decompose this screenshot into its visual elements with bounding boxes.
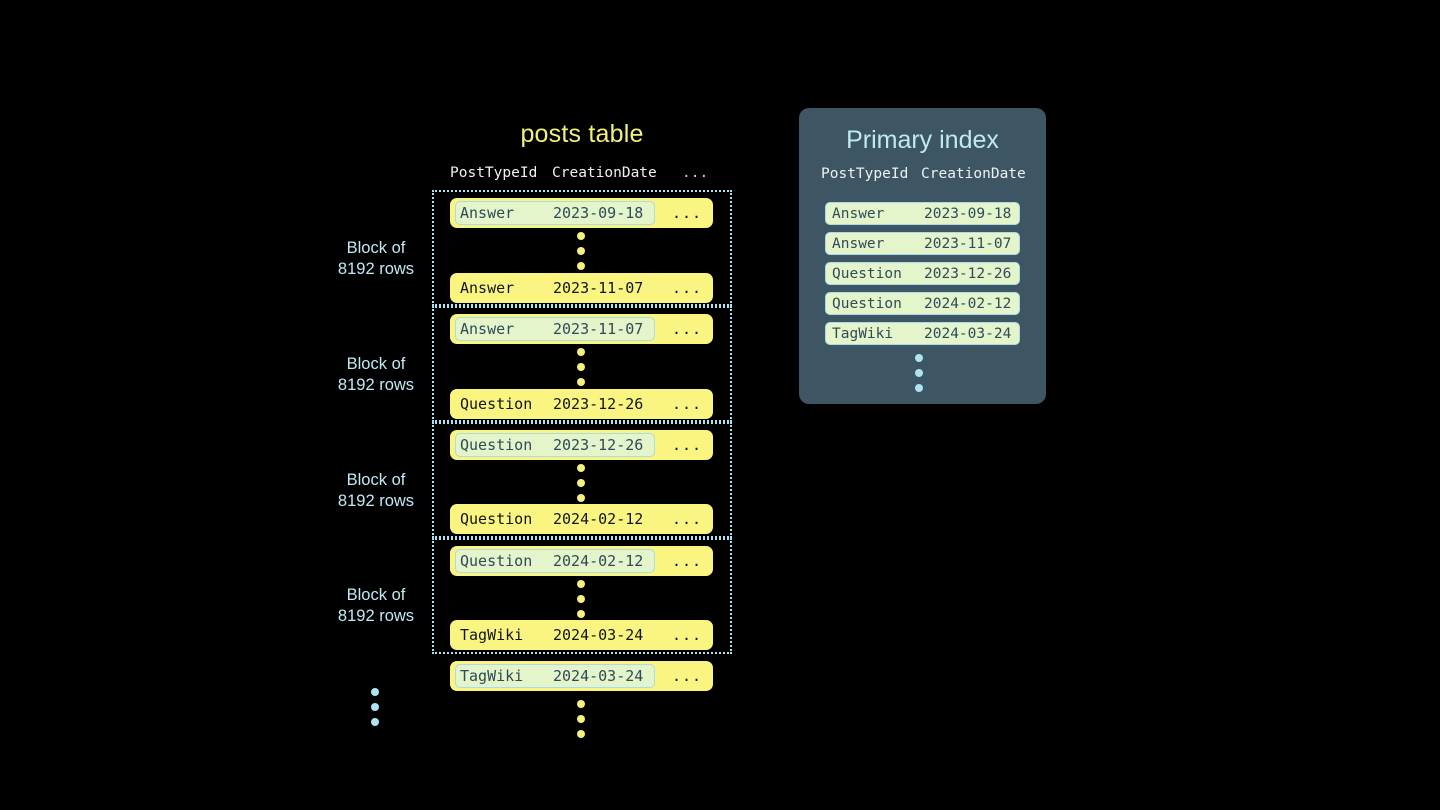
block-label-3-line1: Block of — [346, 471, 406, 489]
row-cell-more: ... — [672, 204, 703, 222]
index-cell-creationdate: 2023-09-18 — [924, 205, 1012, 222]
block-outline-4 — [432, 538, 732, 654]
row-cell-posttypeid: Question — [460, 552, 533, 570]
index-cell-posttypeid: Question — [832, 265, 902, 282]
row-cell-creationdate: 2023-09-18 — [553, 204, 644, 222]
row-ellipsis-dots — [577, 464, 587, 509]
index-cell-creationdate: 2023-12-26 — [924, 265, 1012, 282]
primary-index-column-headers: PostTypeId CreationDate — [799, 166, 1046, 188]
row-cell-more: ... — [672, 626, 703, 644]
row-key-highlight — [455, 201, 655, 225]
table-row[interactable]: TagWiki 2024-03-24 ... — [450, 661, 713, 691]
row-cell-creationdate: 2023-12-26 — [553, 395, 644, 413]
table-row[interactable]: Answer 2023-09-18 ... — [450, 198, 713, 228]
primary-index-title: Primary index — [846, 126, 999, 154]
table-row[interactable]: Question 2023-12-26 ... — [450, 430, 713, 460]
block-outline-2 — [432, 306, 732, 422]
column-header-creationdate: CreationDate — [552, 165, 657, 181]
row-cell-creationdate: 2023-11-07 — [553, 320, 644, 338]
row-key-highlight — [455, 433, 655, 457]
table-row[interactable]: Answer 2023-11-07 ... — [450, 273, 713, 303]
index-cell-creationdate: 2024-03-24 — [924, 325, 1012, 342]
row-cell-creationdate: 2024-02-12 — [553, 510, 644, 528]
index-row[interactable]: Answer 2023-11-07 — [825, 232, 1020, 255]
posts-table-column-headers: PostTypeId CreationDate ... — [432, 165, 732, 187]
block-label-2-line2: 8192 rows — [337, 376, 415, 394]
block-label-2: Block of 8192 rows — [306, 354, 446, 396]
row-cell-more: ... — [672, 667, 703, 685]
table-row[interactable]: TagWiki 2024-03-24 ... — [450, 620, 713, 650]
row-cell-creationdate: 2024-02-12 — [553, 552, 644, 570]
block-label-2-line1: Block of — [346, 355, 406, 373]
index-row[interactable]: Question 2023-12-26 — [825, 262, 1020, 285]
posts-table-title: posts table — [520, 120, 644, 148]
row-cell-posttypeid: TagWiki — [460, 667, 524, 685]
block-outline-1 — [432, 190, 732, 306]
table-row[interactable]: Question 2024-02-12 ... — [450, 504, 713, 534]
index-cell-creationdate: 2024-02-12 — [924, 295, 1012, 312]
row-cell-posttypeid: Question — [460, 395, 533, 413]
row-cell-more: ... — [672, 395, 703, 413]
index-continues-dots — [915, 354, 925, 399]
row-key-highlight — [455, 664, 655, 688]
row-key-highlight — [455, 549, 655, 573]
row-cell-creationdate: 2023-12-26 — [553, 436, 644, 454]
index-cell-posttypeid: Question — [832, 295, 902, 312]
blocks-continue-dots — [371, 688, 381, 733]
block-label-1-line1: Block of — [346, 239, 406, 257]
block-label-4-line1: Block of — [346, 586, 406, 604]
index-header-posttypeid: PostTypeId — [821, 166, 909, 182]
table-row[interactable]: Question 2023-12-26 ... — [450, 389, 713, 419]
table-row[interactable]: Answer 2023-11-07 ... — [450, 314, 713, 344]
row-cell-posttypeid: Question — [460, 436, 533, 454]
column-header-posttypeid: PostTypeId — [450, 165, 538, 181]
row-cell-more: ... — [672, 279, 703, 297]
row-cell-more: ... — [672, 436, 703, 454]
row-cell-creationdate: 2023-11-07 — [553, 279, 644, 297]
block-label-3: Block of 8192 rows — [306, 470, 446, 512]
row-cell-creationdate: 2024-03-24 — [553, 667, 644, 685]
block-label-1-line2: 8192 rows — [337, 260, 415, 278]
row-cell-more: ... — [672, 320, 703, 338]
row-key-highlight — [455, 317, 655, 341]
index-cell-posttypeid: Answer — [832, 235, 885, 252]
index-cell-posttypeid: Answer — [832, 205, 885, 222]
row-cell-posttypeid: Question — [460, 510, 533, 528]
row-cell-posttypeid: Answer — [460, 320, 515, 338]
index-cell-creationdate: 2023-11-07 — [924, 235, 1012, 252]
block-label-4-line2: 8192 rows — [337, 607, 415, 625]
row-cell-posttypeid: TagWiki — [460, 626, 524, 644]
table-continues-dots — [577, 700, 587, 745]
block-label-3-line2: 8192 rows — [337, 492, 415, 510]
row-cell-posttypeid: Answer — [460, 204, 515, 222]
row-cell-more: ... — [672, 510, 703, 528]
index-header-creationdate: CreationDate — [921, 166, 1026, 182]
block-outline-3 — [432, 422, 732, 538]
index-row[interactable]: TagWiki 2024-03-24 — [825, 322, 1020, 345]
row-ellipsis-dots — [577, 348, 587, 393]
row-cell-posttypeid: Answer — [460, 279, 515, 297]
block-label-1: Block of 8192 rows — [306, 238, 446, 280]
column-header-more: ... — [682, 165, 709, 181]
primary-index-panel: Primary index PostTypeId CreationDate An… — [799, 108, 1046, 404]
index-row[interactable]: Question 2024-02-12 — [825, 292, 1020, 315]
block-label-4: Block of 8192 rows — [306, 585, 446, 627]
row-cell-creationdate: 2024-03-24 — [553, 626, 644, 644]
index-row[interactable]: Answer 2023-09-18 — [825, 202, 1020, 225]
row-ellipsis-dots — [577, 232, 587, 277]
index-cell-posttypeid: TagWiki — [832, 325, 894, 342]
row-cell-more: ... — [672, 552, 703, 570]
row-ellipsis-dots — [577, 580, 587, 625]
table-row[interactable]: Question 2024-02-12 ... — [450, 546, 713, 576]
